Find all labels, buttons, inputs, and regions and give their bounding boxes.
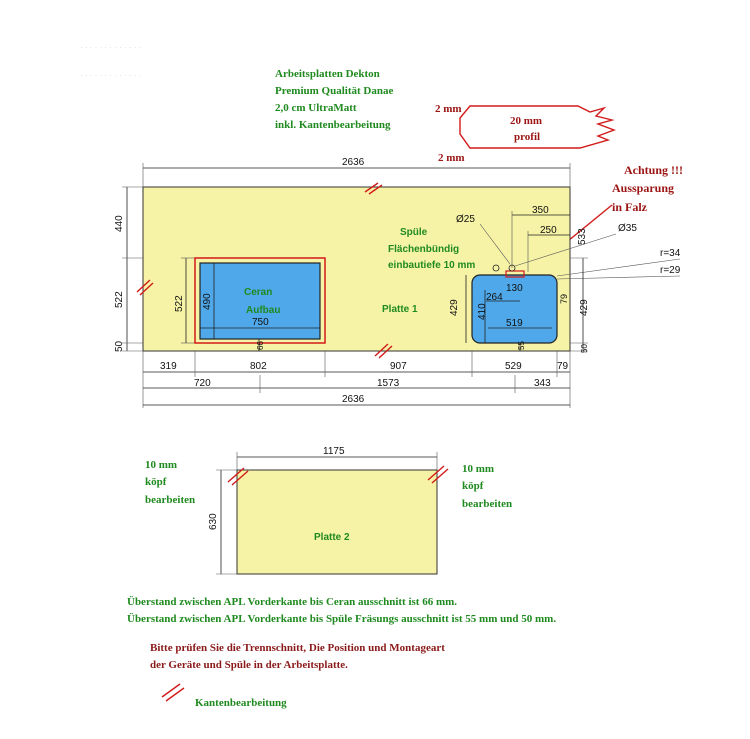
dim-d79: 79 [559, 294, 569, 304]
profile-2mm-bottom-label: 2 mm [438, 152, 465, 164]
dim-d55: 55 [517, 341, 526, 350]
note-red-2: der Geräte und Spüle in der Arbeitsplatt… [150, 659, 348, 671]
sink-cutout [471, 274, 558, 344]
dim-d50-right: 50 [580, 344, 589, 353]
profile-profil-label: profil [514, 131, 540, 143]
dim-d429-inner: 429 [449, 299, 460, 316]
dim-ceran-height: 522 [174, 295, 185, 312]
dim-d250: 250 [540, 225, 557, 236]
dim-ceran-inner-width: 750 [252, 317, 269, 328]
dim-d264: 264 [486, 292, 503, 303]
dim-left-mid: 522 [114, 291, 125, 308]
dim-row2: 343 [534, 378, 551, 389]
dim-row1: 802 [250, 361, 267, 372]
faded-header-text: · · · · · · · · · · · · · [80, 71, 141, 80]
note-red-1: Bitte prüfen Sie die Trennschnitt, Die P… [150, 642, 445, 654]
ceran-label-1: Ceran [244, 287, 272, 298]
plate-1: 2636 440 522 50 522 490 750 Ceran Aufbau… [114, 157, 681, 408]
plate-2-right-note: bearbeiten [462, 498, 512, 510]
header-line: Arbeitsplatten Dekton [275, 68, 380, 80]
edge-mark [139, 282, 154, 296]
plate-2-left-note: 10 mm [145, 459, 177, 471]
dim-row1: 79 [557, 361, 569, 372]
plate-2-right-note: 10 mm [462, 463, 494, 475]
dim-row1: 529 [505, 361, 522, 372]
ceran-label-2: Aufbau [246, 305, 280, 316]
dim-d130: 130 [506, 283, 523, 294]
spuele-label: Flächenbündig [388, 244, 459, 255]
edge-mark [227, 467, 245, 483]
plate-2: 1175 630 Platte 2 10 mm köpf bearbeiten … [145, 446, 512, 575]
dim-d25: Ø25 [456, 214, 475, 225]
legend-edge-mark [165, 687, 185, 702]
edge-profile-sketch: 2 mm 20 mm profil 2 mm [435, 103, 616, 164]
warning-line: Aussparung [612, 181, 674, 195]
plate-2-width: 1175 [323, 446, 345, 457]
spuele-label: einbautiefe 10 mm [388, 260, 475, 271]
plate-2-label: Platte 2 [314, 532, 350, 543]
sink-notch [505, 270, 525, 278]
plate-2-outline [236, 469, 438, 575]
warning-line: Achtung !!! [624, 163, 683, 177]
plate-2-left-note: köpf [145, 476, 167, 488]
edge-mark [231, 470, 249, 486]
faded-header-text: · · · · · · · · · · · · · [80, 43, 141, 52]
dim-d429-right: 429 [579, 299, 590, 316]
material-header: Arbeitsplatten Dekton Premium Qualität D… [275, 68, 393, 131]
dim-d350: 350 [532, 205, 549, 216]
ceran-cutout [199, 262, 321, 340]
dim-d35: Ø35 [618, 223, 637, 234]
warning-note: Achtung !!! Aussparung in Falz [529, 163, 683, 273]
notes: Überstand zwischen APL Vorderkante bis C… [127, 595, 556, 671]
dim-d533: 533 [577, 228, 588, 245]
spuele-label: Spüle [400, 227, 428, 238]
plate-2-right-note: köpf [462, 480, 484, 492]
edge-mark [374, 343, 389, 357]
dim-top-width: 2636 [342, 157, 365, 168]
header-line: 2,0 cm UltraMatt [275, 102, 357, 114]
dim-r29: r=29 [660, 265, 681, 276]
legend-edge-mark [161, 683, 181, 698]
header-line: Premium Qualität Danae [275, 85, 393, 97]
dim-row2: 720 [194, 378, 211, 389]
edge-mark [364, 182, 379, 193]
edge-mark [378, 345, 393, 359]
dim-ceran-inner-height: 490 [202, 293, 213, 310]
edge-mark [136, 279, 151, 293]
plate-2-height: 630 [208, 513, 219, 530]
dim-d410: 410 [477, 303, 488, 320]
dim-r34: r=34 [660, 248, 681, 259]
dim-d519: 519 [506, 318, 523, 329]
dim-ceran-gap: 66 [256, 341, 265, 350]
legend: Kantenbearbeitung [161, 683, 287, 709]
profile-2mm-left-label: 2 mm [435, 103, 462, 115]
edge-mark [427, 465, 445, 481]
plate-2-left-note: bearbeiten [145, 494, 195, 506]
warning-line: in Falz [612, 200, 648, 214]
edge-mark [431, 468, 449, 484]
dim-bottom-total: 2636 [342, 394, 365, 405]
note-green-1: Überstand zwischen APL Vorderkante bis C… [127, 595, 457, 608]
dim-left-top: 440 [114, 215, 125, 232]
plate-1-label: Platte 1 [382, 304, 418, 315]
tap-hole-25 [492, 264, 500, 272]
dim-row1: 319 [160, 361, 177, 372]
header-line: inkl. Kantenbearbeitung [275, 119, 391, 131]
profile-20mm-label: 20 mm [510, 115, 542, 127]
ceran-outer-outline [194, 257, 326, 344]
dim-row2: 1573 [377, 378, 400, 389]
dim-left-bottom: 50 [114, 340, 125, 352]
legend-label: Kantenbearbeitung [195, 697, 287, 709]
edge-mark [368, 184, 383, 195]
dim-row1: 907 [390, 361, 407, 372]
note-green-2: Überstand zwischen APL Vorderkante bis S… [127, 612, 556, 625]
